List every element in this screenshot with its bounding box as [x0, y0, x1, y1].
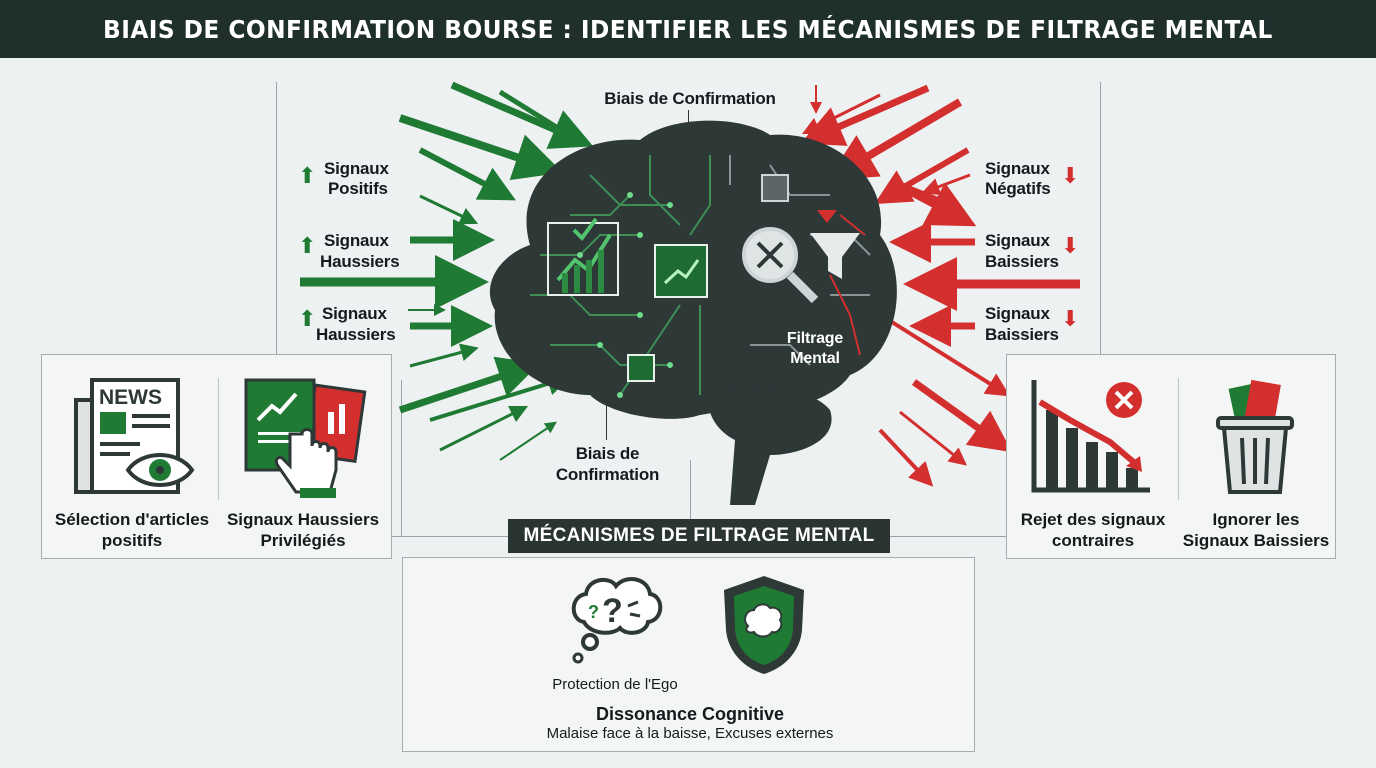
mid-left-line — [401, 380, 402, 536]
newspaper-icon — [74, 378, 195, 494]
left-panel-divider — [218, 378, 219, 500]
down-arrow-icon: ⬇ — [1061, 233, 1080, 258]
chip-icon — [654, 244, 708, 298]
right-panel-item2-line2: Signaux Baissiers — [1182, 531, 1330, 550]
mechanisms-panel — [402, 557, 975, 752]
left-panel-item1-line2: positifs — [101, 531, 163, 550]
left-panel-item2-line1: Signaux Haussiers — [226, 510, 380, 529]
up-arrow-icon: ⬆ — [298, 306, 317, 331]
brain-top-pointer — [688, 110, 689, 140]
brain-bottom-pointer — [606, 395, 607, 440]
title-bar: BIAIS DE CONFIRMATION BOURSE : IDENTIFIE… — [0, 0, 1376, 58]
left-panel-item1-line1: Sélection d'articles — [54, 510, 210, 529]
mechanisms-heading: MÉCANISMES DE FILTRAGE MENTAL — [508, 519, 890, 553]
brain-shield-icon — [724, 576, 804, 674]
newspaper-icon-text: NEWS — [99, 386, 162, 409]
ego-label: Protection de l'Ego — [552, 676, 678, 693]
center-vertical-line — [690, 460, 691, 520]
magnifier-icon — [742, 227, 819, 304]
dissonance-desc: Malaise face à la baisse, Excuses extern… — [546, 725, 834, 742]
up-arrow-icon: ⬆ — [298, 233, 317, 258]
falling-chart-icon — [1031, 380, 1150, 493]
left-horizontal-line — [390, 536, 508, 537]
right-panel-item1-line1: Rejet des signaux — [1020, 510, 1166, 529]
filter-label-line2: Mental — [790, 350, 840, 367]
brain-top-label: Biais de Confirmation — [604, 89, 776, 108]
chart-pointer-icon — [244, 378, 367, 498]
page-title: BIAIS DE CONFIRMATION BOURSE : IDENTIFIE… — [103, 14, 1273, 44]
up-arrow-icon: ⬆ — [298, 163, 317, 188]
right-panel-item2-line1: Ignorer les — [1212, 510, 1300, 529]
right-horizontal-line — [890, 536, 1006, 537]
left-panel-item2-line2: Privilégiés — [260, 531, 346, 550]
svg-text:?: ? — [588, 602, 599, 622]
svg-text:?: ? — [602, 592, 623, 630]
right-panel-item1-line2: contraires — [1051, 531, 1135, 550]
funnel-icon — [810, 233, 860, 279]
cerebellum — [708, 388, 832, 505]
filter-label-line1: Filtrage — [786, 330, 844, 347]
rising-chart-icon — [547, 217, 619, 296]
dissonance-title: Dissonance Cognitive — [595, 704, 785, 724]
right-vertical-line — [1100, 82, 1101, 355]
brain-bottom-label-line1: Biais de — [575, 444, 640, 463]
thought-cloud-icon: ? ? — [571, 577, 663, 664]
left-vertical-line — [276, 82, 277, 355]
brain-illustration — [489, 120, 897, 505]
small-chip-icon — [627, 174, 789, 382]
down-arrow-icon: ⬇ — [1061, 163, 1080, 188]
brain-bottom-label-line2: Confirmation — [555, 465, 660, 484]
down-arrow-icon: ⬇ — [1061, 306, 1080, 331]
trash-icon — [1216, 379, 1294, 494]
right-panel-divider — [1178, 378, 1179, 500]
